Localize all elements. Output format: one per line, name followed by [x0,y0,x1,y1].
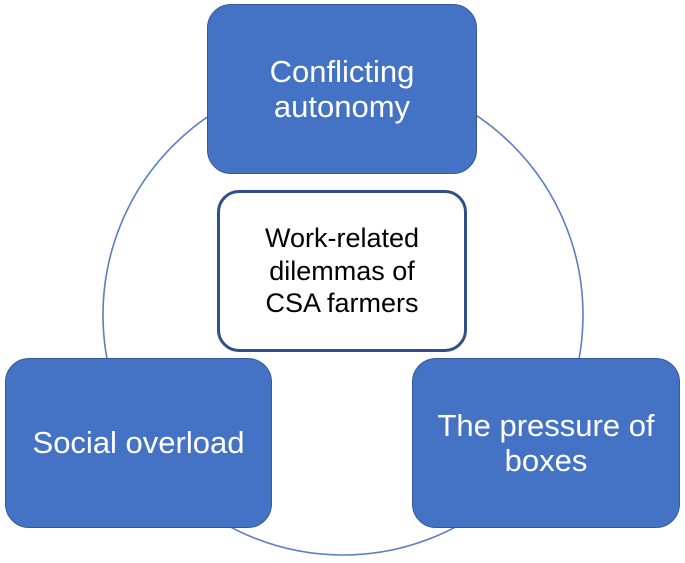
node-social-overload: Social overload [5,358,272,528]
node-conflicting-autonomy: Conflicting autonomy [207,4,477,174]
node-right-line-1: The pressure of [437,407,655,443]
node-right-line-2: boxes [504,443,588,478]
node-top-line-2: autonomy [273,89,411,124]
node-top-line-1: Conflicting [269,53,415,89]
center-line-3: CSA farmers [265,288,419,319]
center-line-2: dilemmas of [269,255,415,286]
node-pressure-of-boxes: The pressure of boxes [412,358,680,528]
center-topic: Work-related dilemmas of CSA farmers [217,190,467,352]
node-left-line-1: Social overload [32,425,245,461]
center-line-1: Work-related [264,223,420,254]
